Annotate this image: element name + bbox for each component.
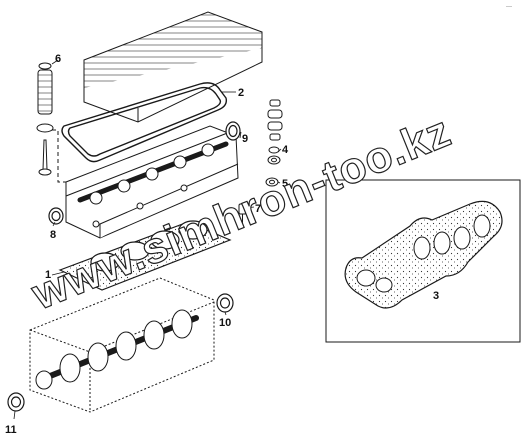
callout-9: 9 — [242, 133, 248, 145]
camshaft-seal — [225, 121, 241, 141]
corner-mark: — — [506, 4, 512, 10]
callout-10: 10 — [219, 317, 231, 329]
crank-front-seal — [7, 392, 25, 412]
callout-3: 3 — [433, 290, 439, 302]
front-seal — [48, 207, 64, 225]
manifold-gasket-panel — [325, 179, 521, 343]
callout-6: 6 — [55, 53, 61, 65]
rear-main-seal — [216, 293, 234, 313]
valve-spring-assembly — [36, 62, 66, 183]
crankshaft — [35, 309, 199, 390]
callout-5: 5 — [282, 178, 288, 190]
callout-11: 11 — [5, 424, 17, 436]
callout-4: 4 — [282, 144, 289, 156]
head-gasket — [58, 220, 232, 291]
valve-cover — [83, 11, 263, 123]
leader-lines — [13, 59, 282, 420]
callout-7: 7 — [255, 203, 261, 215]
cylinder-head — [65, 125, 239, 239]
callout-2: 2 — [238, 87, 244, 99]
callout-8: 8 — [50, 229, 56, 241]
bolt-part — [238, 203, 247, 228]
valve-stem-parts — [265, 99, 283, 187]
valve-cover-gasket — [61, 82, 228, 163]
callout-1: 1 — [45, 269, 51, 281]
